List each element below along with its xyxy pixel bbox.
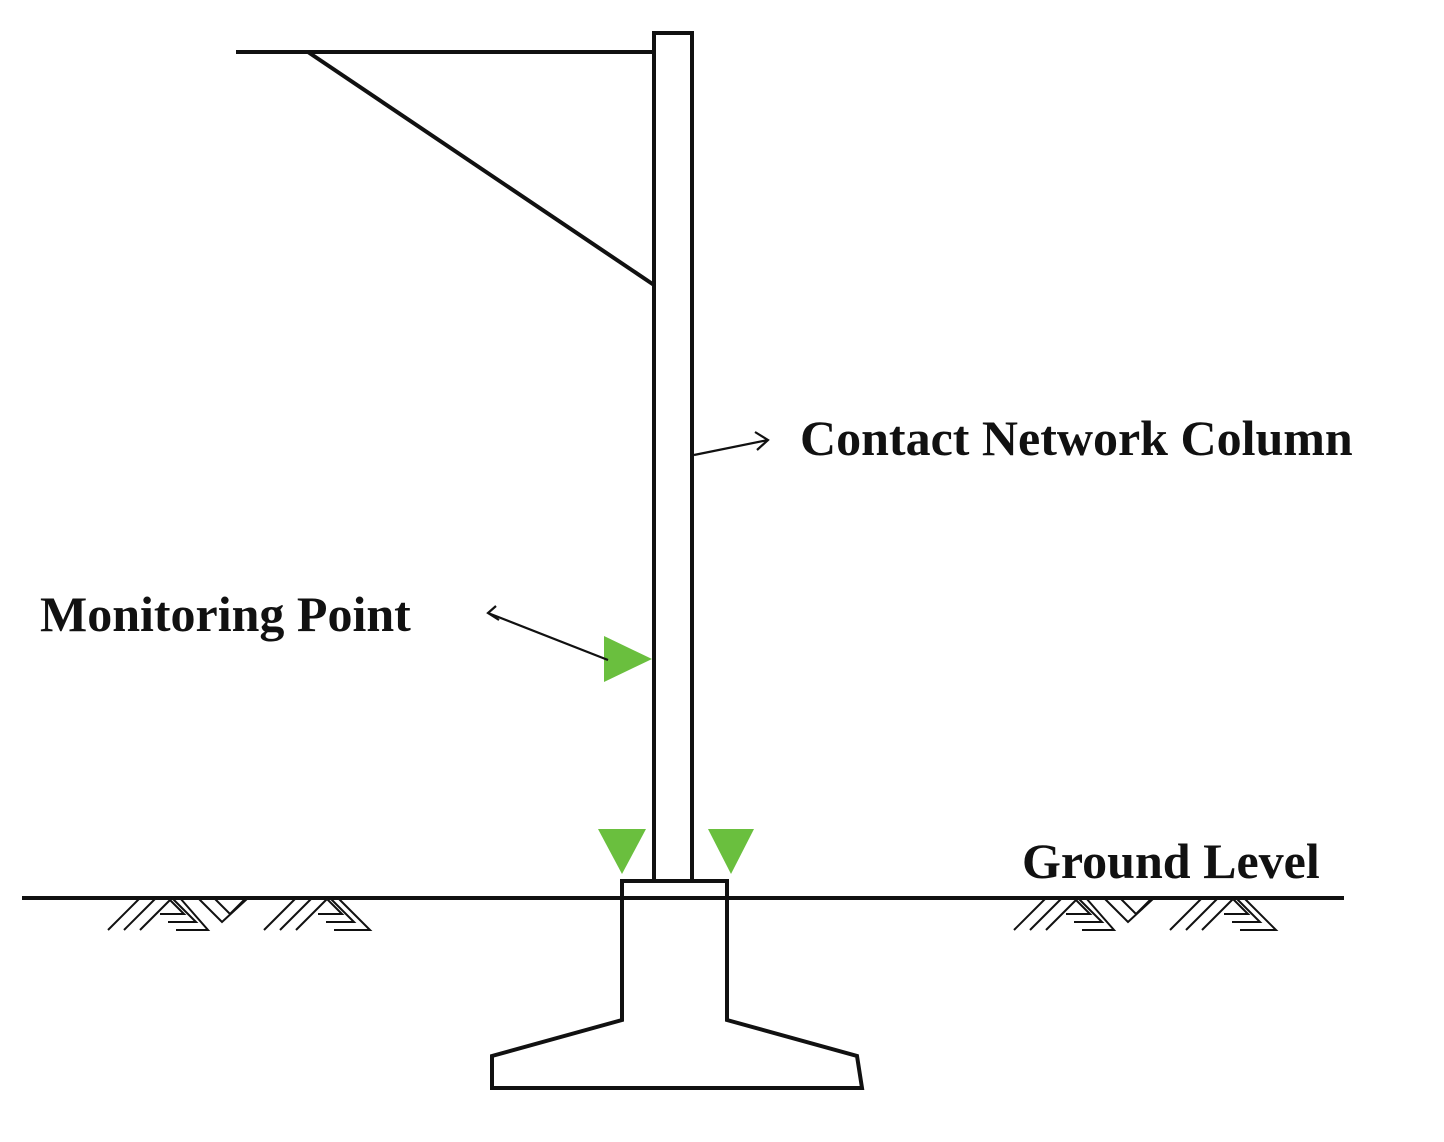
contact-network-column — [652, 31, 694, 883]
ground-hatching-left — [107, 897, 373, 931]
cantilever-brace — [306, 50, 656, 287]
column-base-plate — [620, 879, 729, 900]
column-callout-arrow — [693, 431, 770, 457]
foundation — [490, 898, 865, 1090]
monitoring-callout-arrow — [486, 605, 609, 662]
ground-level-label: Ground Level — [1022, 833, 1320, 889]
monitoring-point-label: Monitoring Point — [40, 586, 411, 642]
monitoring-marker-column — [604, 636, 652, 682]
column-label: Contact Network Column — [800, 410, 1353, 466]
monitoring-marker-ground-left — [598, 829, 646, 874]
monitoring-marker-ground-right — [708, 829, 754, 874]
ground-hatching-right — [1013, 897, 1279, 931]
